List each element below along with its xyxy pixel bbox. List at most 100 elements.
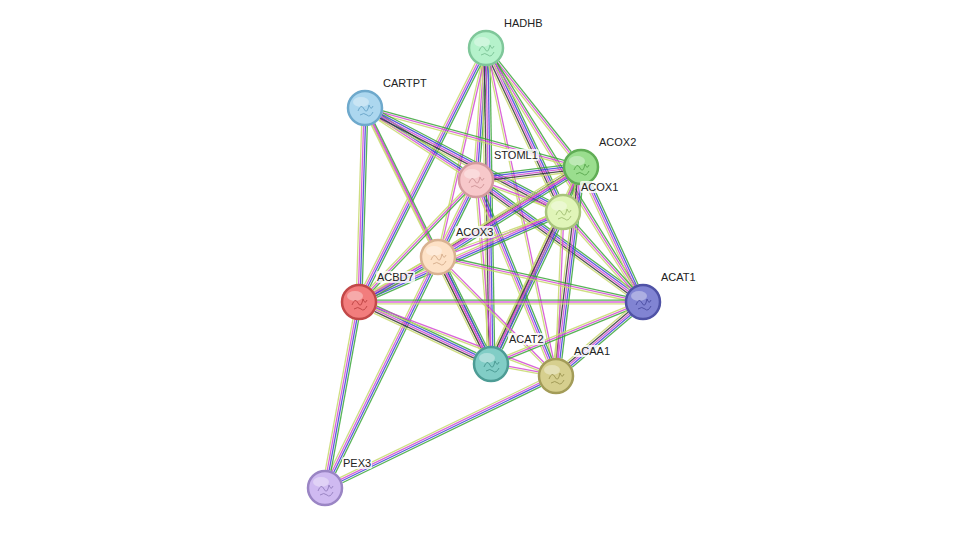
evidence-line	[456, 261, 626, 298]
node-label: CARTPT	[382, 77, 428, 89]
evidence-line	[488, 194, 626, 295]
evidence-line	[572, 317, 632, 368]
evidence-line	[574, 227, 630, 290]
evidence-line	[449, 271, 486, 346]
evidence-line	[509, 368, 539, 373]
evidence-line	[375, 267, 423, 294]
evidence-line	[374, 313, 473, 360]
interaction-edge	[567, 311, 632, 367]
protein-node: PEX3	[306, 469, 344, 507]
node-label: ACOX2	[598, 136, 637, 148]
interaction-edge	[382, 111, 564, 164]
evidence-line	[357, 126, 362, 284]
evidence-line	[571, 315, 631, 366]
protein-node: ACOX3	[419, 238, 457, 276]
interaction-edge	[497, 183, 575, 349]
evidence-line	[477, 198, 489, 346]
node-circle	[467, 29, 505, 67]
evidence-line	[376, 220, 547, 295]
interaction-edge	[495, 227, 558, 350]
evidence-line	[575, 225, 631, 288]
evidence-line	[377, 301, 625, 302]
evidence-line	[327, 320, 355, 471]
node-label: ACOX3	[455, 226, 494, 238]
interaction-edge	[377, 300, 625, 304]
evidence-line	[365, 63, 476, 285]
evidence-line	[508, 311, 627, 359]
evidence-line	[374, 124, 431, 241]
protein-node: ACBD7	[340, 283, 378, 321]
evidence-line	[377, 303, 625, 304]
protein-node: ACAT1	[624, 283, 662, 321]
evidence-line	[586, 185, 633, 287]
node-label: STOML1	[493, 149, 539, 161]
evidence-line	[342, 386, 541, 482]
protein-node: ACAT2	[472, 345, 510, 383]
evidence-line	[588, 184, 635, 286]
evidence-line	[493, 185, 546, 205]
node-label: HADHB	[503, 17, 544, 29]
node-circle	[419, 238, 457, 276]
protein-node: STOML1	[457, 161, 495, 199]
node-label: ACAA1	[573, 345, 611, 357]
evidence-line	[570, 314, 630, 365]
evidence-line	[456, 259, 626, 296]
evidence-line	[325, 319, 353, 470]
interaction-edge	[374, 217, 547, 298]
interaction-edge	[373, 263, 424, 295]
evidence-line	[497, 62, 635, 285]
node-label: ACAT2	[508, 333, 545, 345]
node-circle	[544, 193, 582, 231]
interaction-edge	[489, 65, 553, 358]
interaction-edge	[493, 165, 563, 181]
evidence-line	[342, 385, 541, 481]
node-label: ACAT1	[660, 271, 697, 283]
protein-node: HADHB	[467, 29, 505, 67]
evidence-line	[576, 224, 632, 287]
node-circle	[537, 357, 575, 395]
evidence-line	[375, 310, 474, 357]
node-label: PEX3	[342, 457, 372, 469]
interaction-edge	[325, 319, 358, 471]
evidence-line	[495, 227, 552, 346]
node-circle	[306, 469, 344, 507]
interaction-edge	[574, 224, 633, 290]
interaction-edge	[509, 366, 539, 373]
evidence-line	[499, 228, 556, 347]
evidence-line	[567, 311, 627, 362]
node-circle	[457, 161, 495, 199]
evidence-line	[377, 299, 625, 300]
evidence-line	[377, 222, 548, 297]
protein-node: ACAA1	[537, 357, 575, 395]
node-circle	[624, 283, 662, 321]
interaction-edge	[586, 182, 638, 287]
evidence-line	[494, 171, 563, 180]
evidence-line	[331, 320, 359, 471]
evidence-line	[373, 263, 421, 290]
interaction-edge	[455, 259, 626, 300]
node-circle	[340, 283, 378, 321]
interaction-edge	[357, 126, 368, 284]
evidence-line	[372, 125, 429, 242]
evidence-line	[497, 227, 554, 346]
node-label: ACOX1	[580, 181, 619, 193]
evidence-line	[494, 169, 563, 178]
evidence-line	[329, 320, 357, 471]
protein-node: ACOX1	[544, 193, 582, 231]
evidence-line	[374, 265, 422, 292]
evidence-line	[383, 113, 549, 200]
evidence-line	[376, 268, 424, 295]
evidence-line	[340, 381, 539, 477]
evidence-line	[375, 218, 546, 293]
interaction-edge	[340, 381, 541, 482]
node-circle	[346, 89, 384, 127]
evidence-line	[443, 275, 480, 350]
protein-node: CARTPT	[346, 89, 384, 127]
evidence-line	[382, 115, 563, 165]
evidence-line	[382, 113, 563, 163]
node-label: ACBD7	[376, 271, 415, 283]
evidence-line	[341, 383, 540, 479]
